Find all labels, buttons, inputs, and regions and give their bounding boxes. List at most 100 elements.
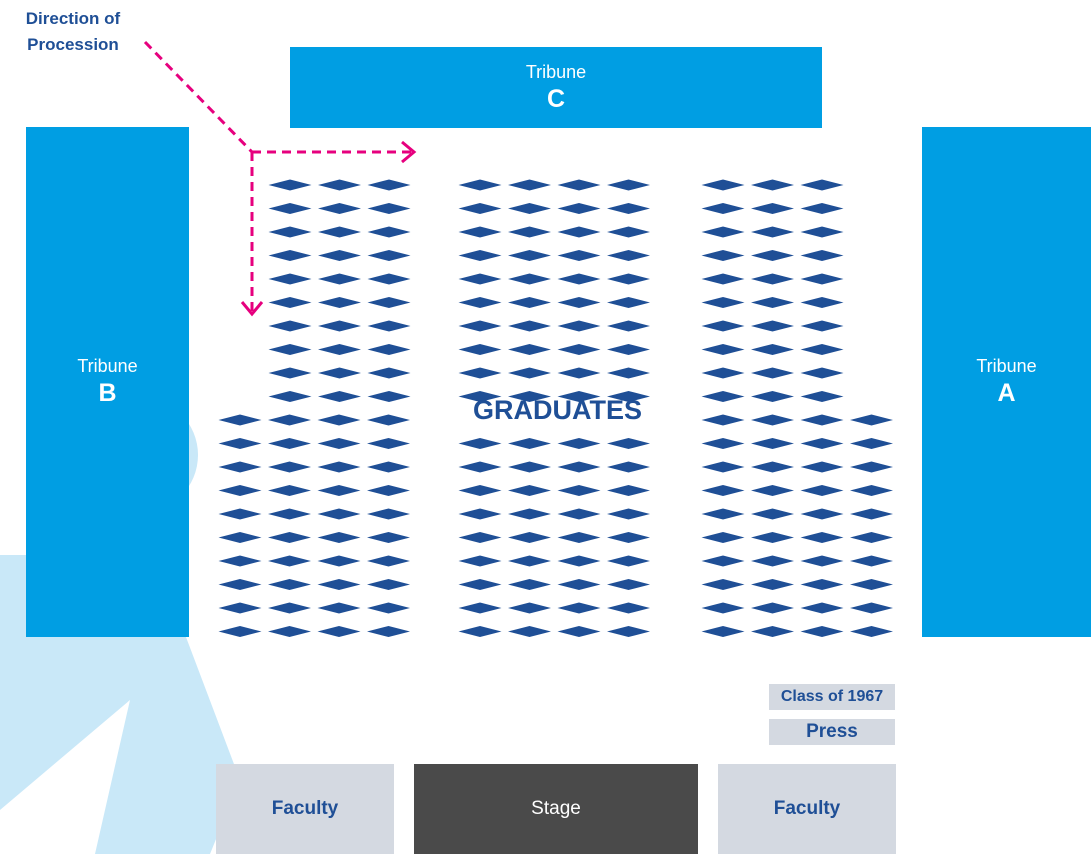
seat-right [751, 203, 794, 214]
seat-left [268, 297, 312, 308]
arrow-down-icon [240, 301, 264, 317]
graduates-label: GRADUATES [472, 395, 642, 425]
seat-center [607, 391, 650, 402]
seat-center [458, 602, 502, 614]
seat-left [268, 391, 312, 402]
seat-center [557, 508, 601, 520]
seat-left [318, 179, 361, 191]
seat-right [751, 414, 794, 426]
seat-center [607, 320, 650, 332]
faculty-right-block: Faculty [718, 764, 896, 854]
seat-center [458, 579, 502, 590]
seat-center [508, 179, 551, 191]
seat-left [268, 203, 312, 214]
seat-center [508, 250, 551, 261]
seat-left [367, 250, 411, 261]
seat-center [458, 555, 502, 567]
seat-right [751, 461, 794, 473]
seat-center [557, 391, 601, 402]
seat-left [218, 485, 262, 496]
seat-center [458, 273, 502, 285]
seat-center [607, 555, 650, 567]
seat-right [701, 485, 745, 496]
seat-right [800, 508, 844, 520]
seat-left [218, 438, 262, 449]
seat-right [800, 179, 844, 191]
tribune-b: Tribune B [26, 127, 189, 637]
seat-right [800, 414, 844, 426]
seat-left [318, 250, 361, 261]
seat-center [458, 203, 502, 214]
seat-left [218, 579, 262, 590]
seat-right [800, 461, 844, 473]
seat-left [367, 461, 410, 473]
seat-center [557, 297, 601, 308]
tribune-c: Tribune C [290, 47, 822, 128]
seat-center [607, 579, 650, 590]
seat-right [800, 344, 844, 355]
seat-left [317, 579, 361, 590]
seat-left [218, 532, 262, 543]
seat-left [268, 320, 312, 332]
seat-left [367, 391, 411, 402]
seat-left [218, 626, 262, 637]
seat-center [557, 320, 601, 332]
seat-center [557, 626, 601, 637]
seat-left [318, 320, 361, 332]
seat-left [218, 555, 262, 567]
seat-left [317, 414, 361, 426]
seat-center [607, 367, 650, 379]
class-of-1967-tag: Class of 1967 [769, 684, 895, 710]
seat-right [850, 414, 893, 426]
stage-block: Stage [414, 764, 698, 854]
seat-right [701, 555, 745, 567]
seat-right [751, 179, 794, 191]
seat-left [317, 602, 361, 614]
seat-right [850, 555, 893, 567]
seat-right [751, 320, 794, 332]
seat-right [800, 297, 844, 308]
seat-center [458, 461, 502, 473]
seat-center [458, 485, 502, 496]
seat-right [800, 250, 844, 261]
seat-left [367, 602, 410, 614]
seat-center [508, 626, 551, 637]
seat-right [701, 532, 745, 543]
seat-right [701, 602, 745, 614]
seat-right [800, 367, 844, 379]
seat-center [508, 532, 551, 543]
seat-center [508, 485, 551, 496]
tribune-b-word: Tribune [77, 356, 138, 376]
faculty-left-label: Faculty [271, 798, 339, 819]
seat-center [607, 508, 650, 520]
seat-right [800, 320, 844, 332]
seat-left [268, 367, 312, 379]
seat-left [318, 344, 361, 355]
arrow-right-icon [401, 140, 417, 164]
seat-center [508, 602, 551, 614]
seat-left [318, 273, 361, 285]
seat-left [367, 344, 411, 355]
seat-right [701, 226, 745, 238]
seat-center [458, 179, 502, 191]
seat-center [557, 602, 601, 614]
seat-left [318, 367, 361, 379]
seat-center [458, 250, 502, 261]
seat-right [701, 438, 745, 449]
seat-right [850, 532, 893, 543]
seat-left [367, 226, 411, 238]
seat-center [607, 297, 650, 308]
seat-left [367, 297, 411, 308]
seat-right [850, 485, 893, 496]
seat-center [557, 438, 601, 449]
seat-center [458, 438, 502, 449]
seat-center [557, 485, 601, 496]
seat-right [800, 273, 844, 285]
seat-center [557, 179, 601, 191]
seat-right [701, 320, 745, 332]
seat-center [607, 461, 650, 473]
seat-center [557, 226, 601, 238]
seat-left [367, 626, 410, 637]
seat-center [458, 344, 502, 355]
